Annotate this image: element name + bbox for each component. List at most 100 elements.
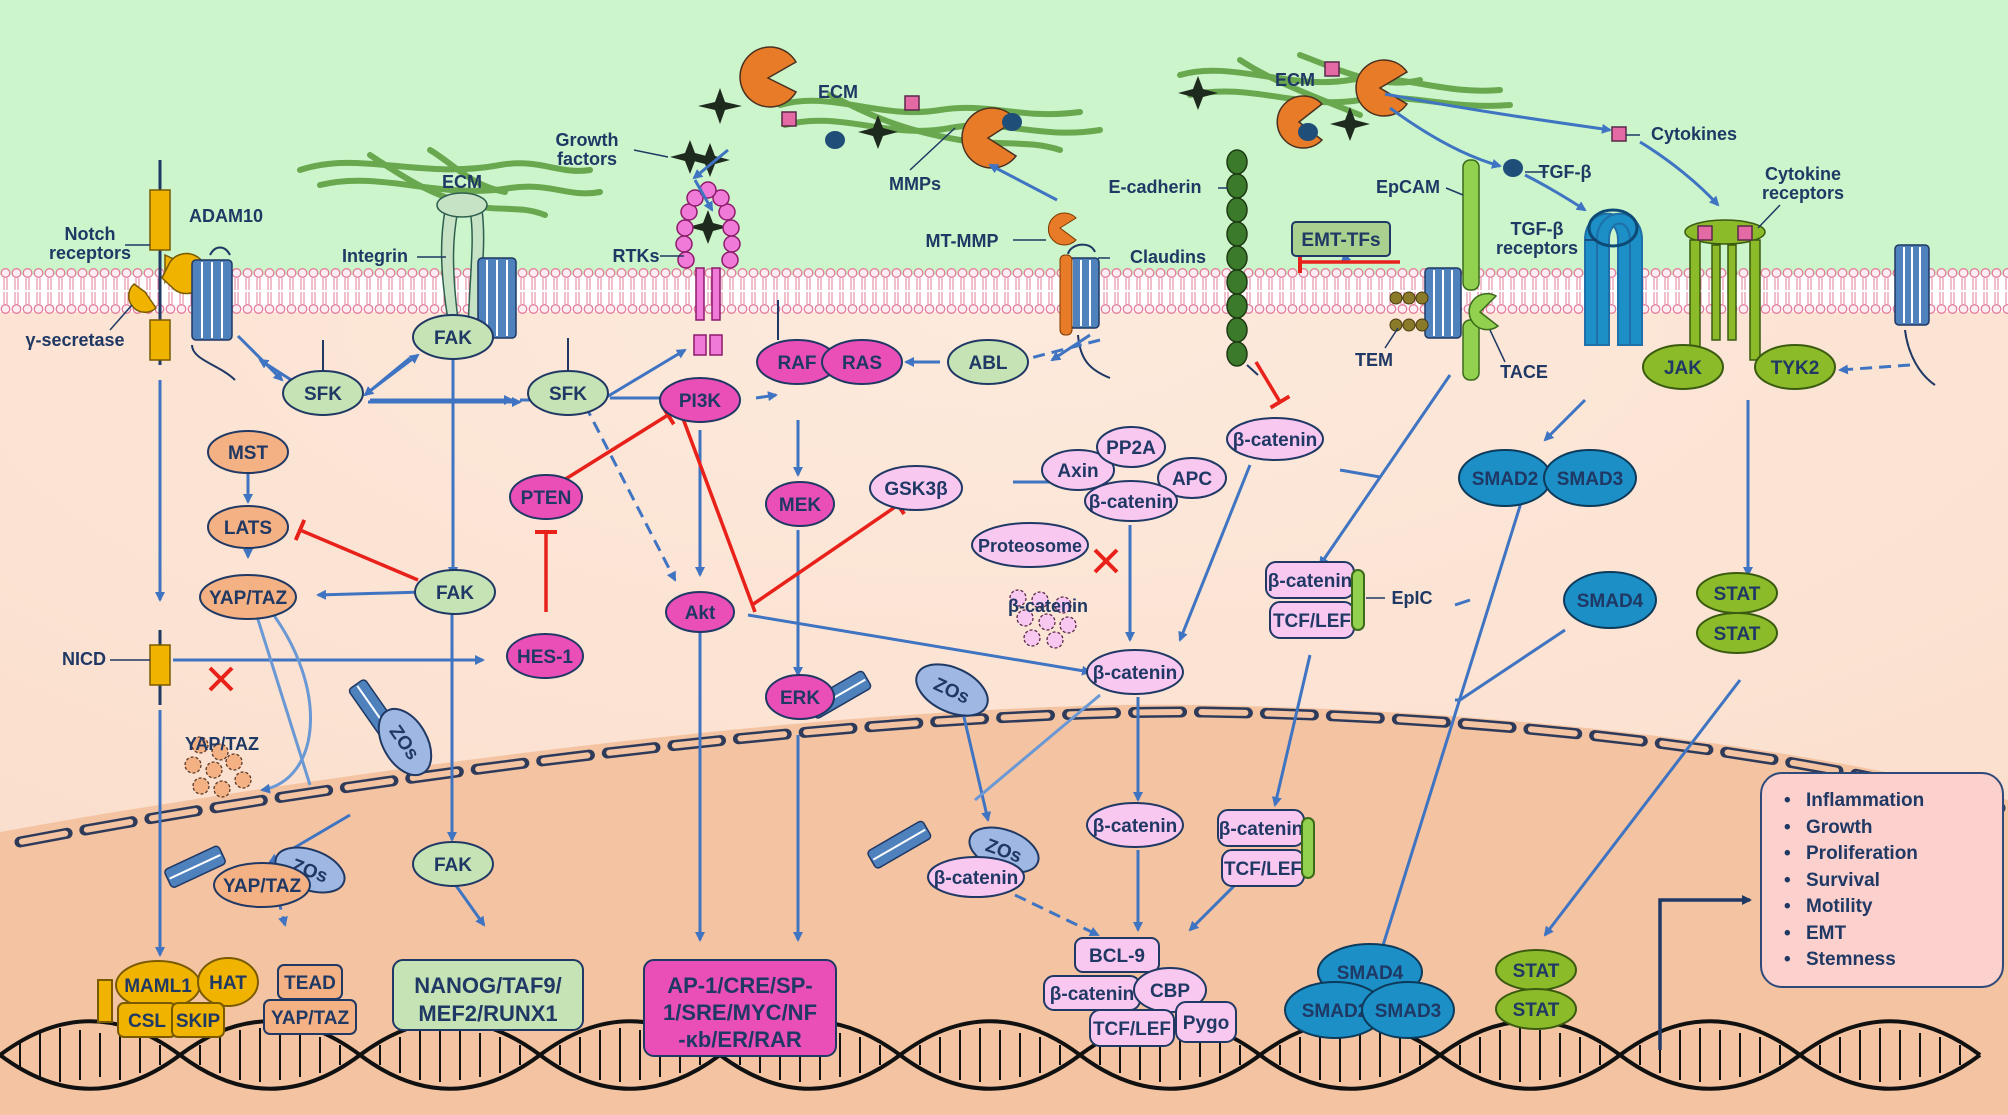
label-sfk-2: SFK <box>549 384 587 405</box>
label-growth-factors-1: Growth <box>556 130 619 150</box>
node-bcat-membrane <box>1226 417 1324 461</box>
notch-receptor <box>127 160 208 365</box>
outcome-item: Motility <box>1784 894 1992 921</box>
label-smad3: SMAD3 <box>1557 469 1624 490</box>
label-bcat-zos: β-catenin <box>934 868 1018 889</box>
label-skip: SKIP <box>176 1011 221 1032</box>
label-gamma-secretase: γ-secretase <box>25 330 124 350</box>
label-ecm-center: ECM <box>818 82 858 102</box>
label-bcat-epic: β-catenin <box>1268 571 1352 592</box>
node-bcl9 <box>1074 937 1160 973</box>
node-tcf-lef-dna <box>1089 1009 1175 1047</box>
label-fak-2: FAK <box>436 583 474 604</box>
outcome-item: Growth <box>1784 815 1992 842</box>
free-labels: Notch receptors ADAM10 γ-secretase ECM I… <box>25 70 1844 754</box>
node-mst <box>207 430 289 474</box>
activation-arrows <box>155 92 1753 957</box>
node-emt-tfs <box>1291 221 1391 257</box>
label-yap-taz-1: YAP/TAZ <box>209 588 288 609</box>
node-apc <box>1157 457 1227 499</box>
label-tcf-lef-epic: TCF/LEF <box>1273 611 1351 632</box>
node-hes-1 <box>506 633 584 679</box>
node-zos-cyto-1 <box>377 707 433 777</box>
node-jak <box>1642 344 1724 390</box>
label-notch-receptors-1: Notch <box>65 224 116 244</box>
node-skip <box>171 1002 225 1038</box>
label-jak: JAK <box>1664 358 1702 379</box>
label-bcat-membrane: β-catenin <box>1233 430 1317 451</box>
label-apc: APC <box>1172 469 1212 490</box>
label-cbp: CBP <box>1150 981 1190 1002</box>
node-abl <box>947 339 1029 385</box>
adam10-channel <box>191 246 236 381</box>
label-epcam: EpCAM <box>1376 177 1440 197</box>
label-nicd: NICD <box>62 649 106 669</box>
label-tcf-lef-dna: TCF/LEF <box>1093 1019 1171 1040</box>
node-bcat-nuc <box>1086 802 1184 848</box>
label-adam10: ADAM10 <box>189 206 263 226</box>
label-erk: ERK <box>780 688 820 709</box>
label-bcl9: BCL-9 <box>1089 946 1145 967</box>
plasma-membrane <box>0 268 2008 314</box>
label-gsk3b: GSK3β <box>884 479 947 500</box>
node-smad3 <box>1543 449 1637 507</box>
label-hat: HAT <box>209 973 247 994</box>
node-pygo <box>1175 1001 1237 1043</box>
label-pp2a: PP2A <box>1106 438 1156 459</box>
node-proteosome <box>971 522 1089 568</box>
label-integrin: Integrin <box>342 246 408 266</box>
node-bcat-complex <box>1084 480 1178 522</box>
label-tgf-beta-receptors-1: TGF-β <box>1511 219 1564 239</box>
plain-links <box>253 468 1566 802</box>
label-tead: TEAD <box>284 973 336 994</box>
claudin-receptor <box>1047 212 1111 379</box>
label-fak-1: FAK <box>434 328 472 349</box>
node-hat <box>197 957 259 1007</box>
node-smad4 <box>1563 571 1657 629</box>
outcome-item: Stemness <box>1784 947 1992 974</box>
node-epic-bar <box>1351 569 1365 631</box>
label-csl: CSL <box>128 1011 166 1032</box>
dna-helix <box>0 1019 1982 1091</box>
node-stat-2 <box>1696 612 1778 654</box>
node-yap-taz-tead <box>263 999 357 1035</box>
label-tyk2: TYK2 <box>1771 358 1820 379</box>
label-epic: EpIC <box>1391 588 1432 608</box>
extracellular-space <box>0 0 2008 275</box>
node-bcat-zos <box>927 856 1025 898</box>
label-e-cadherin: E-cadherin <box>1108 177 1201 197</box>
label-abl: ABL <box>968 353 1007 374</box>
label-growth-factors-2: factors <box>557 149 617 169</box>
label-bcat-complex: β-catenin <box>1089 492 1173 513</box>
label-smad4-dna: SMAD4 <box>1337 963 1404 984</box>
node-sfk-1 <box>282 370 364 416</box>
label-stat-1: STAT <box>1714 584 1761 605</box>
node-ap1 <box>643 959 837 1057</box>
label-tcf-lef-nuc: TCF/LEF <box>1224 859 1302 880</box>
label-ecm-left: ECM <box>442 172 482 192</box>
label-tem: TEM <box>1355 350 1393 370</box>
output-arrow <box>1658 895 1752 1050</box>
node-sfk-2 <box>527 370 609 416</box>
label-beta-catenin-degraded: β-catenin <box>1008 596 1088 616</box>
label-nanog-line2: MEF2/RUNX1 <box>418 1001 557 1026</box>
label-fak-nuc: FAK <box>434 855 472 876</box>
node-smad3-dna <box>1361 981 1455 1039</box>
right-channel <box>1894 244 1936 386</box>
rtk-receptor <box>675 181 741 356</box>
label-claudins: Claudins <box>1130 247 1206 267</box>
node-tyk2 <box>1754 344 1836 390</box>
label-nanog-line1: NANOG/TAF9/ <box>414 973 561 998</box>
leader-lines <box>109 127 1781 661</box>
degraded-yap-taz <box>184 736 252 798</box>
node-fak-nuc <box>412 841 494 887</box>
label-ap1-line2: 1/SRE/MYC/NF <box>663 1000 817 1025</box>
node-nicd-dna <box>97 979 113 1023</box>
label-stat-dna-1: STAT <box>1513 961 1560 982</box>
integrin-receptor <box>436 192 517 339</box>
label-mek: MEK <box>779 495 822 516</box>
label-bcat-nuc2: β-catenin <box>1219 819 1303 840</box>
label-bcat-nuc: β-catenin <box>1093 816 1177 837</box>
